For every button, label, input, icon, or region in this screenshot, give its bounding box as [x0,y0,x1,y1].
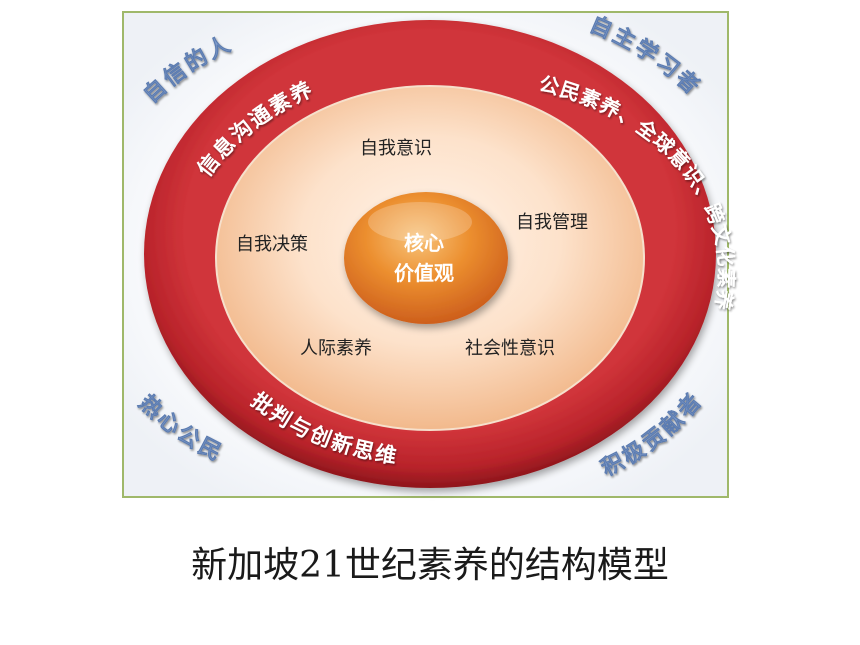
core-highlight [368,202,472,242]
inner-item-self-decision: 自我决策 [236,234,308,255]
core-circle [344,192,508,324]
inner-item-interpersonal: 人际素养 [300,338,372,359]
inner-item-self-management: 自我管理 [516,212,588,233]
core-label-line2: 价值观 [394,261,454,285]
competency-diagram: 核心 价值观 自我意识 自我管理 自我决策 人际素养 社会性意识 信息沟通素养 … [122,11,738,498]
core-label-line1: 核心 [404,231,444,255]
inner-item-self-awareness: 自我意识 [360,138,432,159]
inner-item-social-awareness: 社会性意识 [465,338,555,359]
figure-caption: 新加坡21世纪素养的结构模型 [191,545,669,586]
